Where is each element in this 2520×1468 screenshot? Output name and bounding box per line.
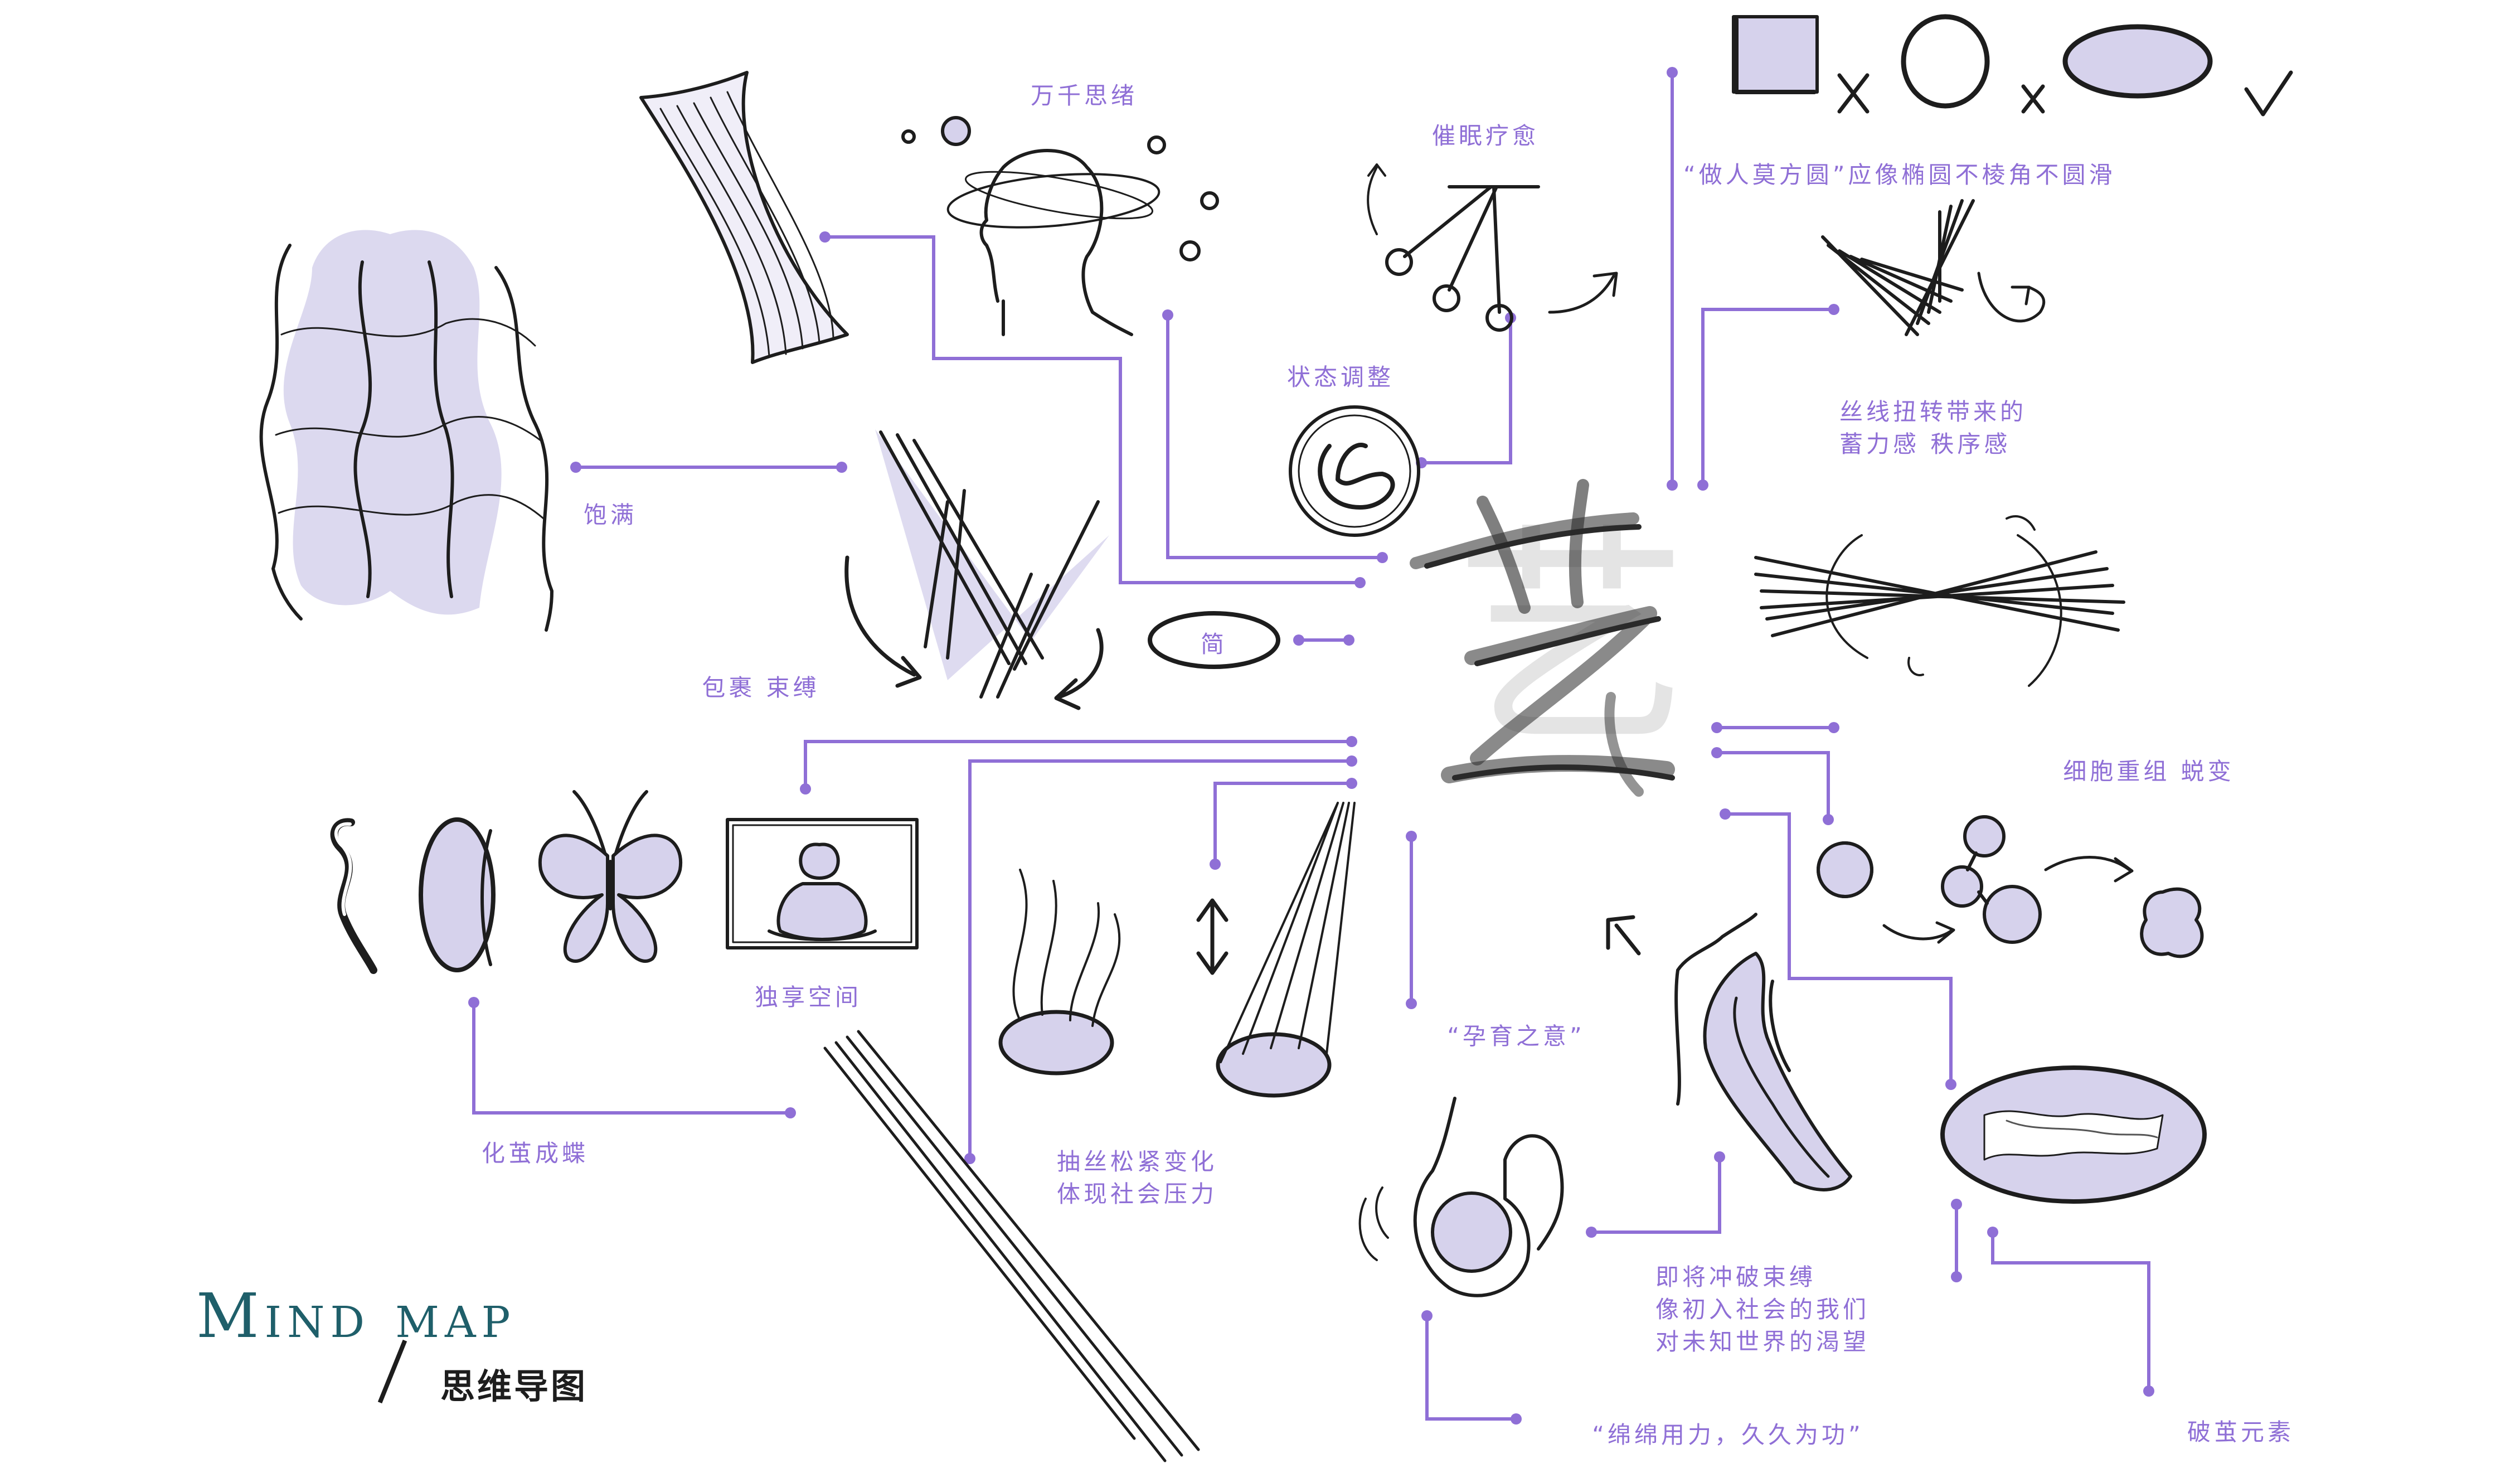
label-mianmian: “绵绵用力，久久为功” bbox=[1592, 1421, 1864, 1448]
connector-wanqian bbox=[825, 235, 1360, 584]
fetus-circle-sketch bbox=[1289, 405, 1420, 537]
connector-sixian bbox=[1701, 308, 1834, 485]
label-yunyu: “孕育之意” bbox=[1447, 1023, 1585, 1050]
label-chousi: 抽丝松紧变化 体现社会压力 bbox=[1057, 1146, 1217, 1210]
connector-pojian bbox=[1725, 812, 1953, 1084]
label-sixian-line1: 丝线扭转带来的 bbox=[1839, 398, 2027, 425]
connector-chousi2 bbox=[1213, 782, 1352, 864]
connector-lines bbox=[472, 72, 2150, 1421]
cocoon-body-sketch bbox=[259, 230, 553, 632]
loose-tight-cones-sketch bbox=[998, 802, 1356, 1098]
label-jijiang: 即将冲破束缚 像初入社会的我们 对未知世界的渴望 bbox=[1655, 1261, 1870, 1358]
label-pojian: 破茧元素 bbox=[2187, 1418, 2295, 1446]
label-cuimian: 催眠疗愈 bbox=[1431, 122, 1540, 149]
label-xibao: 细胞重组 蜕变 bbox=[2063, 758, 2235, 785]
label-jijiang-line1: 即将冲破束缚 bbox=[1655, 1263, 1817, 1291]
brand-title-en: Mind map bbox=[196, 1280, 516, 1351]
label-baoguo: 包裹 束缚 bbox=[702, 674, 820, 701]
label-chousi-line2: 体现社会压力 bbox=[1056, 1180, 1218, 1208]
square-round-ellipse-sketch bbox=[1732, 14, 2293, 117]
label-chousi-line1: 抽丝松紧变化 bbox=[1056, 1148, 1218, 1175]
connector-mianmian bbox=[1425, 1316, 1516, 1421]
brand-title-cn: 思维导图 bbox=[440, 1366, 588, 1407]
connector-chousi bbox=[968, 759, 1352, 1159]
worm-to-butterfly-sketch bbox=[330, 790, 683, 974]
long-threads-sketch bbox=[823, 1030, 1200, 1462]
label-huajian: 化茧成蝶 bbox=[481, 1140, 589, 1167]
bowtie-threads-sketch bbox=[1754, 515, 2125, 687]
twisted-threads-sketch bbox=[1821, 199, 2046, 336]
center-glyph: 艺 bbox=[1455, 505, 1689, 777]
thinking-head-sketch bbox=[901, 116, 1219, 336]
label-wanqian: 万千思绪 bbox=[1030, 82, 1138, 109]
connector-duxiang bbox=[804, 740, 1352, 789]
connector-head bbox=[1166, 315, 1382, 559]
label-zhuangtai: 状态调整 bbox=[1286, 364, 1395, 391]
label-jian: 简 bbox=[1200, 631, 1228, 658]
wrapping-lines-sketch bbox=[844, 429, 1109, 710]
label-zuoren: “做人莫方圆”应像椭圆不棱角不圆滑 bbox=[1683, 161, 2116, 188]
hand-sphere-sketch bbox=[1358, 1097, 1564, 1297]
connector-jijiang bbox=[1591, 1157, 1721, 1234]
connector-pojian3 bbox=[1991, 1232, 2150, 1391]
jian-ellipse bbox=[1148, 611, 1280, 669]
yi-brush-glyph bbox=[1410, 479, 1675, 797]
cell-division-sketch bbox=[1817, 815, 2204, 958]
twisted-pillar-sketch bbox=[639, 71, 849, 364]
label-duxiang: 独享空间 bbox=[754, 983, 862, 1011]
cracked-cocoon-sketch bbox=[1940, 1065, 2207, 1204]
hypnosis-pendulum-sketch bbox=[1367, 163, 1618, 332]
label-jijiang-line2: 像初入社会的我们 bbox=[1655, 1296, 1870, 1323]
label-sixian-line2: 蓄力感 秩序感 bbox=[1839, 430, 2011, 458]
meditating-frame-sketch bbox=[726, 818, 919, 949]
connector-dots bbox=[468, 67, 2154, 1425]
connector-huajian bbox=[472, 1002, 790, 1115]
reaching-hand-sketch bbox=[1606, 913, 1852, 1191]
label-baoman: 饱满 bbox=[583, 501, 638, 529]
label-jijiang-line3: 对未知世界的渴望 bbox=[1655, 1328, 1870, 1355]
connector-zhuangtai bbox=[1421, 318, 1512, 464]
label-sixian: 丝线扭转带来的 蓄力感 秩序感 bbox=[1839, 396, 2027, 461]
connector-cell2 bbox=[1717, 751, 1830, 820]
